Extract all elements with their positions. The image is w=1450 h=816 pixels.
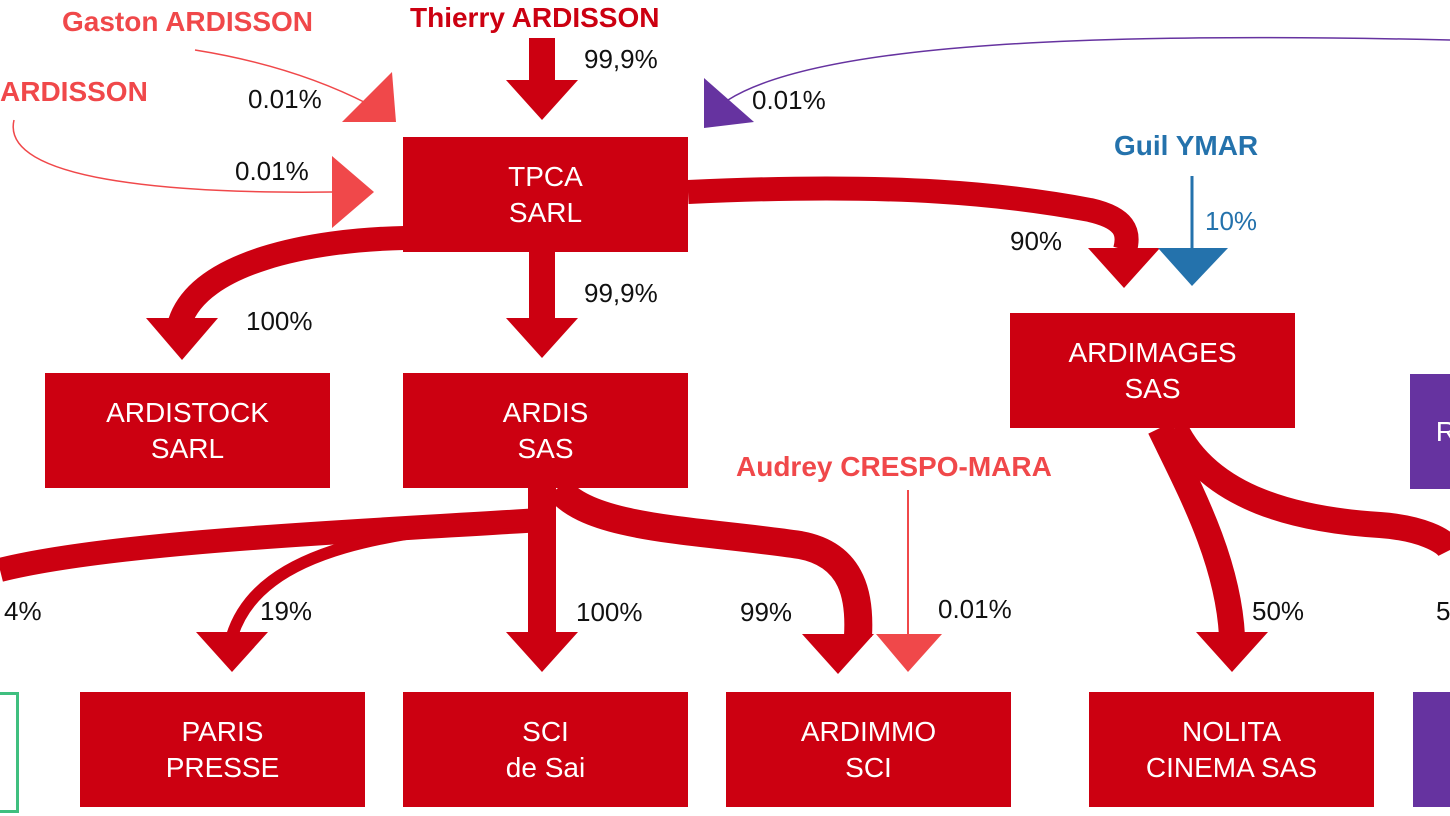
pct-ardis-left: 4% bbox=[4, 596, 42, 626]
entity-purple-bottom-right-partial bbox=[1413, 692, 1450, 807]
arrow-ardis-ardimmo bbox=[546, 478, 873, 637]
arrowhead-purple-tpca bbox=[704, 78, 754, 128]
entity-paris-presse: PARIS PRESSE bbox=[80, 692, 365, 807]
arrowhead-audrey-ardimmo bbox=[876, 634, 942, 672]
arrow-ardimages-nolita bbox=[1148, 422, 1245, 637]
pct-tpca-ardimages: 90% bbox=[1010, 226, 1063, 256]
entity-sci-line1: SCI bbox=[522, 715, 569, 747]
entity-ardimmo-line2: SCI bbox=[845, 751, 892, 783]
entity-tpca-line2: SARL bbox=[508, 196, 583, 228]
entity-ardistock-sarl: ARDISTOCK SARL bbox=[45, 373, 330, 488]
entity-nolita-line1: NOLITA bbox=[1181, 715, 1282, 747]
entity-purple-right-letter: R bbox=[1435, 415, 1450, 447]
entity-sci-line2: de Sai bbox=[505, 751, 586, 783]
pct-ardis-paris-presse: 19% bbox=[260, 596, 313, 626]
pct-ardis-ardimmo: 99% bbox=[740, 597, 793, 627]
entity-nolita-cinema-sas: NOLITA CINEMA SAS bbox=[1089, 692, 1374, 807]
entity-tpca-line1: TPCA bbox=[508, 160, 583, 192]
arrowhead-ardimages-nolita bbox=[1196, 632, 1268, 672]
arrowhead-tpca-ardistock bbox=[146, 318, 218, 360]
arrowhead-ardis-sci bbox=[506, 632, 578, 672]
pct-gaston-tpca: 0.01% bbox=[248, 84, 322, 114]
pct-tpca-ardis: 99,9% bbox=[584, 278, 658, 308]
arrowhead-gaston-tpca bbox=[342, 72, 396, 122]
pct-guil-ardimages: 10% bbox=[1205, 206, 1258, 236]
entity-green-left-partial bbox=[0, 692, 19, 813]
entity-tpca-sarl: TPCA SARL bbox=[403, 137, 688, 252]
arrow-ardisson-tpca bbox=[12, 119, 333, 193]
entity-ardis-sas: ARDIS SAS bbox=[403, 373, 688, 488]
person-thierry-ardisson: Thierry ARDISSON bbox=[410, 2, 660, 33]
entity-ardistock-line2: SARL bbox=[150, 432, 225, 464]
arrowhead-tpca-ardis bbox=[506, 318, 578, 358]
arrowhead-ardisson-tpca bbox=[332, 156, 374, 228]
entity-ardistock-line1: ARDISTOCK bbox=[106, 396, 269, 428]
person-guil-ymar: Guil YMAR bbox=[1114, 130, 1259, 161]
arrow-ardimages-right bbox=[1163, 421, 1450, 558]
entity-nolita-line2: CINEMA SAS bbox=[1145, 751, 1318, 783]
arrowhead-thierry-tpca bbox=[506, 80, 578, 120]
pct-audrey-ardimmo: 0.01% bbox=[938, 594, 1012, 624]
pct-thierry-tpca: 99,9% bbox=[584, 44, 658, 74]
entity-ardis-line2: SAS bbox=[517, 432, 574, 464]
entity-sci-de-sai: SCI de Sai bbox=[403, 692, 688, 807]
arrowhead-guil-ardimages bbox=[1158, 248, 1228, 286]
entity-ardimages-sas: ARDIMAGES SAS bbox=[1010, 313, 1295, 428]
entity-ardis-line1: ARDIS bbox=[502, 396, 589, 428]
pct-ardisson-tpca: 0.01% bbox=[235, 156, 309, 186]
pct-ardimages-nolita: 50% bbox=[1252, 596, 1305, 626]
arrowhead-tpca-ardimages bbox=[1088, 248, 1160, 288]
pct-tpca-ardistock: 100% bbox=[246, 306, 313, 336]
arrow-tpca-ardistock bbox=[168, 226, 405, 327]
entity-paris-presse-line1: PARIS bbox=[181, 715, 264, 747]
person-audrey-crespo-mara: Audrey CRESPO-MARA bbox=[736, 451, 1052, 482]
pct-ardimages-right: 5 bbox=[1436, 596, 1450, 626]
entity-purple-right-partial: R bbox=[1410, 374, 1450, 489]
pct-purple-tpca: 0.01% bbox=[752, 85, 826, 115]
entity-ardimages-line2: SAS bbox=[1124, 372, 1181, 404]
arrowhead-ardis-paris-presse bbox=[196, 632, 268, 672]
arrow-tpca-ardimages bbox=[687, 176, 1139, 254]
arrow-gaston-tpca bbox=[194, 49, 369, 105]
person-ardisson-left: ARDISSON bbox=[0, 76, 148, 107]
person-gaston-ardisson: Gaston ARDISSON bbox=[62, 6, 313, 37]
entity-ardimages-line1: ARDIMAGES bbox=[1068, 336, 1237, 368]
arrow-ardis-paris-presse bbox=[226, 514, 541, 638]
entity-ardimmo-sci: ARDIMMO SCI bbox=[726, 692, 1011, 807]
entity-paris-presse-line2: PRESSE bbox=[165, 751, 280, 783]
arrow-purple-tpca bbox=[727, 36, 1450, 101]
entity-ardimmo-line1: ARDIMMO bbox=[800, 715, 937, 747]
pct-ardis-sci: 100% bbox=[576, 597, 643, 627]
arrowhead-ardis-ardimmo bbox=[802, 634, 874, 674]
